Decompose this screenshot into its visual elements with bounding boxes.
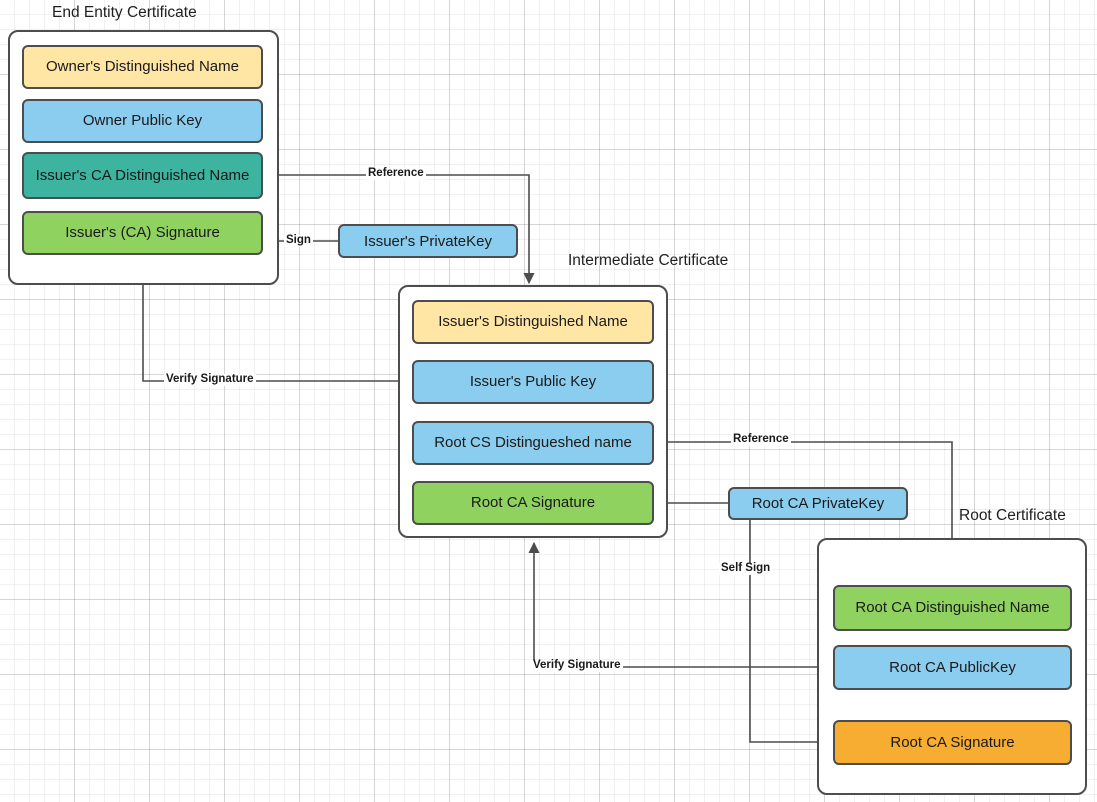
key-issuers-privatekey[interactable]: Issuer's PrivateKey	[338, 224, 518, 258]
wire-verify-signature-bottom	[528, 541, 833, 668]
edge-label-verify-signature-top: Verify Signature	[164, 373, 256, 386]
field-intermediate-root-ca-signature[interactable]: Root CA Signature	[412, 481, 654, 525]
field-issuer-ca-signature[interactable]: Issuer's (CA) Signature	[22, 211, 263, 255]
field-root-ca-distinguished-name[interactable]: Root CA Distinguished Name	[833, 585, 1072, 631]
field-root-cs-distingueshed-name[interactable]: Root CS Distingueshed name	[412, 421, 654, 465]
field-issuer-public-key[interactable]: Issuer's Public Key	[412, 360, 654, 404]
edge-label-reference-top: Reference	[366, 167, 426, 180]
field-owner-distinguished-name[interactable]: Owner's Distinguished Name	[22, 45, 263, 89]
field-issuer-distinguished-name[interactable]: Issuer's Distinguished Name	[412, 300, 654, 344]
edge-label-reference-bottom: Reference	[731, 433, 791, 446]
key-root-ca-privatekey[interactable]: Root CA PrivateKey	[728, 487, 908, 520]
field-issuer-ca-distinguished-name[interactable]: Issuer's CA Distinguished Name	[22, 152, 263, 199]
field-root-ca-signature[interactable]: Root CA Signature	[833, 720, 1072, 765]
intermediate-certificate-title: Intermediate Certificate	[568, 252, 729, 269]
edge-label-verify-signature-bottom: Verify Signature	[531, 659, 623, 672]
field-owner-public-key[interactable]: Owner Public Key	[22, 99, 263, 143]
end-entity-certificate-title: End Entity Certificate	[52, 4, 197, 21]
field-root-ca-publickey[interactable]: Root CA PublicKey	[833, 645, 1072, 690]
edge-label-self-sign: Self Sign	[719, 562, 773, 575]
root-certificate-title: Root Certificate	[959, 507, 1066, 524]
edge-label-sign: Sign	[284, 234, 313, 247]
